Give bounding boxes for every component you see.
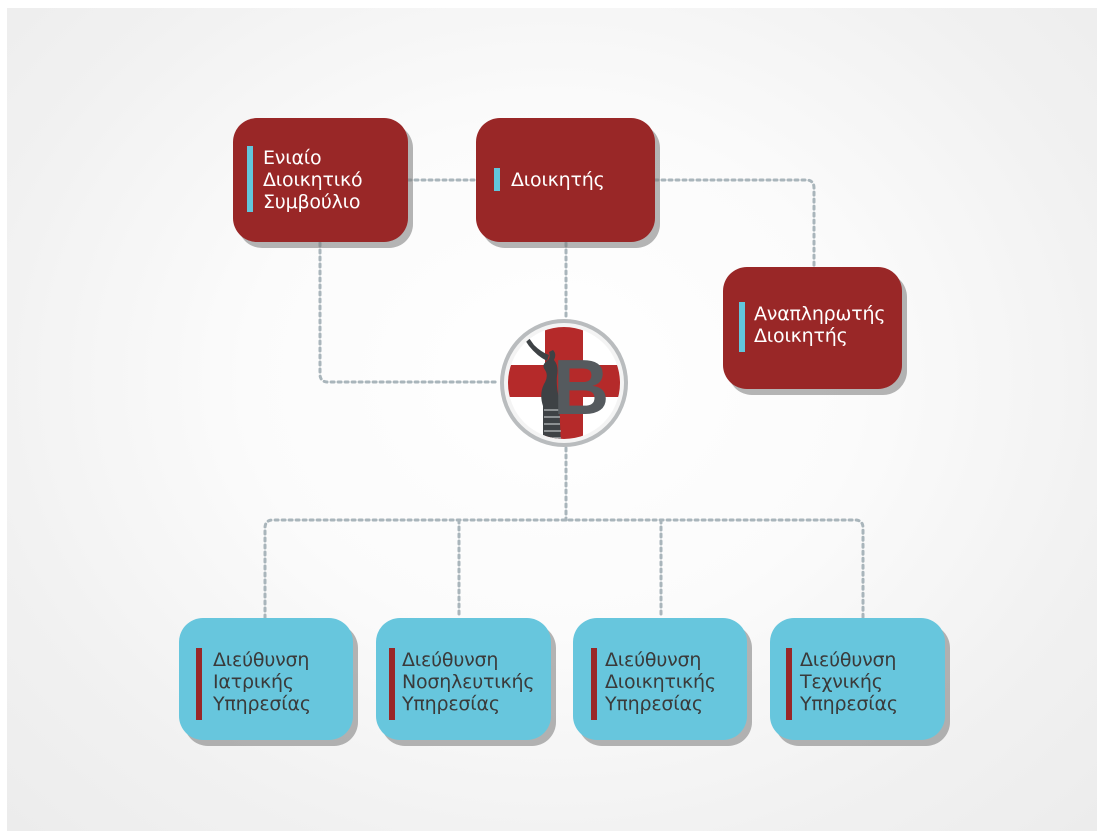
nursing-line-1: Διεύθυνση xyxy=(402,649,499,671)
accent-bar xyxy=(786,648,792,720)
accent-bar xyxy=(591,648,597,720)
nursing-line-3: Υπηρεσίας xyxy=(402,693,500,715)
board-line-1: Ενιαίο xyxy=(263,147,322,169)
administrative-line-1: Διεύθυνση xyxy=(605,649,702,671)
connector-bus xyxy=(263,518,865,620)
hospital-logo: B xyxy=(500,319,628,447)
accent-bar xyxy=(389,648,395,720)
director-line-1: Διοικητής xyxy=(511,169,605,191)
deputy-line-1: Αναπληρωτής xyxy=(754,303,886,325)
accent-bar xyxy=(247,146,253,212)
accent-bar xyxy=(739,302,745,352)
technical-line-3: Υπηρεσίας xyxy=(800,693,898,715)
medical-line-2: Ιατρικής xyxy=(213,671,294,693)
technical-line-2: Τεχνικής xyxy=(800,671,883,693)
technical-line-1: Διεύθυνση xyxy=(800,649,897,671)
technical-service-node: Διεύθυνση Τεχνικής Υπηρεσίας xyxy=(770,618,945,740)
administrative-line-2: Διοικητικής xyxy=(605,671,716,693)
medical-line-3: Υπηρεσίας xyxy=(213,693,311,715)
nursing-service-node: Διεύθυνση Νοσηλευτικής Υπηρεσίας xyxy=(376,618,551,740)
figure-arm xyxy=(525,338,549,361)
deputy-director-node: Αναπληρωτής Διοικητής xyxy=(723,267,902,389)
deputy-line-2: Διοικητής xyxy=(754,325,848,347)
board-line-2: Διοικητικό xyxy=(263,169,363,191)
accent-bar xyxy=(196,648,202,720)
administrative-line-3: Υπηρεσίας xyxy=(605,693,703,715)
connector-director-deputy xyxy=(653,178,816,270)
board-line-3: Συμβούλιο xyxy=(263,191,361,213)
cross-horizontal xyxy=(508,365,620,397)
medical-service-node: Διεύθυνση Ιατρικής Υπηρεσίας xyxy=(179,618,353,740)
accent-bar xyxy=(494,168,500,191)
board-node: Ενιαίο Διοικητικό Συμβούλιο xyxy=(233,118,408,242)
connector-board-logo xyxy=(318,241,501,384)
administrative-service-node: Διεύθυνση Διοικητικής Υπηρεσίας xyxy=(573,618,747,740)
logo-letter: B xyxy=(553,343,609,431)
nursing-line-2: Νοσηλευτικής xyxy=(402,671,535,693)
director-node: Διοικητής xyxy=(476,118,655,242)
medical-line-1: Διεύθυνση xyxy=(213,649,310,671)
